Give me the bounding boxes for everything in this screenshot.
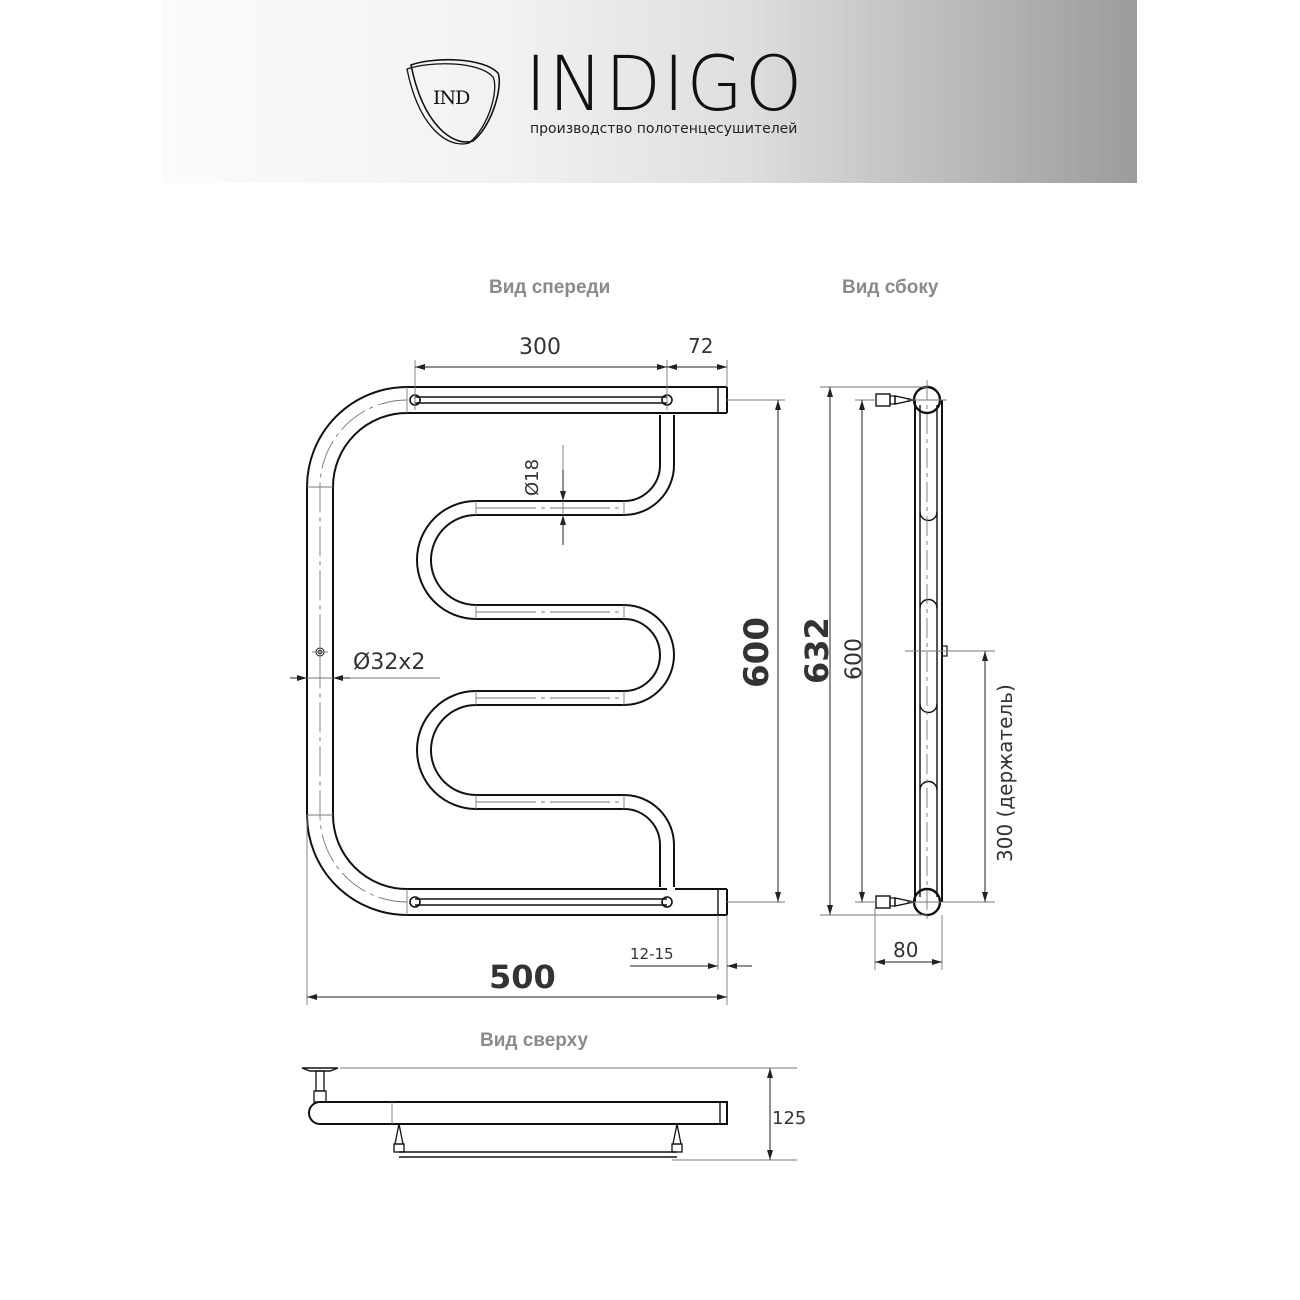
top-view-drawing [301,1067,728,1158]
header-banner [162,0,1137,183]
logo-icon [406,58,500,145]
dim-side-height: 600 [842,638,867,680]
dim-height: 600 [737,617,777,688]
brand-tagline: производство полотенцесушителей [530,121,798,137]
dim-inner-pipe: Ø18 [522,458,543,496]
front-view-title: Вид спереди [489,277,611,298]
brand-name: INDIGO [525,39,805,128]
logo-monogram: IND [433,87,470,109]
dim-holder: 300 (держатель) [993,684,1017,862]
front-view-drawing [306,386,728,916]
dim-width: 500 [489,958,556,996]
dim-wall-gap: 12-15 [630,945,674,963]
dim-outer-pipe: Ø32x2 [353,650,426,675]
dim-top-offset: 72 [688,334,714,358]
side-view-title: Вид сбоку [842,277,939,298]
dim-top-span: 300 [519,335,561,360]
dim-overall-height: 632 [798,617,836,684]
top-view-title: Вид сверху [480,1030,589,1051]
dim-top-depth: 125 [772,1108,807,1129]
dim-side-depth: 80 [893,938,919,962]
